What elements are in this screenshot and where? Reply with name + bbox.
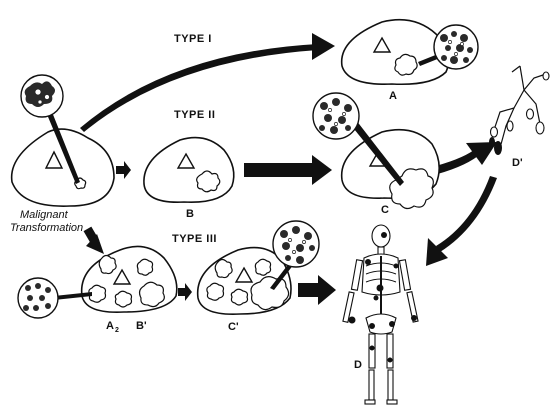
caption-line-1: Malignant xyxy=(20,209,69,221)
lymph-tree-d-prime xyxy=(489,66,549,155)
start-to-b-arrow xyxy=(116,161,131,179)
node-a2-subscript: 2 xyxy=(115,327,119,334)
type-2-label: TYPE II xyxy=(174,109,215,121)
skeleton-d xyxy=(343,225,418,404)
caption-line-2: Transformation xyxy=(10,222,83,234)
node-c-prime-label: C' xyxy=(228,321,239,333)
type-1-label: TYPE I xyxy=(174,33,212,45)
organ-a xyxy=(342,20,449,85)
d-prime-to-d-arrow xyxy=(426,176,497,266)
transformation-to-a2-arrow xyxy=(84,227,104,254)
a2-magnifier xyxy=(18,278,92,318)
organ-a2 xyxy=(82,246,177,312)
node-d-label: D xyxy=(354,359,362,371)
c-prime-to-d-arrow xyxy=(298,275,336,305)
node-d-prime-label: D' xyxy=(512,157,523,169)
c-prime-magnifier xyxy=(270,221,319,290)
node-b-label: B xyxy=(186,208,194,220)
b-to-c-arrow xyxy=(244,155,332,185)
organ-b xyxy=(144,138,234,203)
node-a-label: A xyxy=(389,90,397,102)
type-3-label: TYPE III xyxy=(172,233,217,245)
a2-to-c-prime-arrow xyxy=(178,283,192,301)
node-c-label: C xyxy=(381,204,389,216)
node-b-prime-label: B' xyxy=(136,320,147,332)
node-a2-label: A xyxy=(106,320,114,332)
